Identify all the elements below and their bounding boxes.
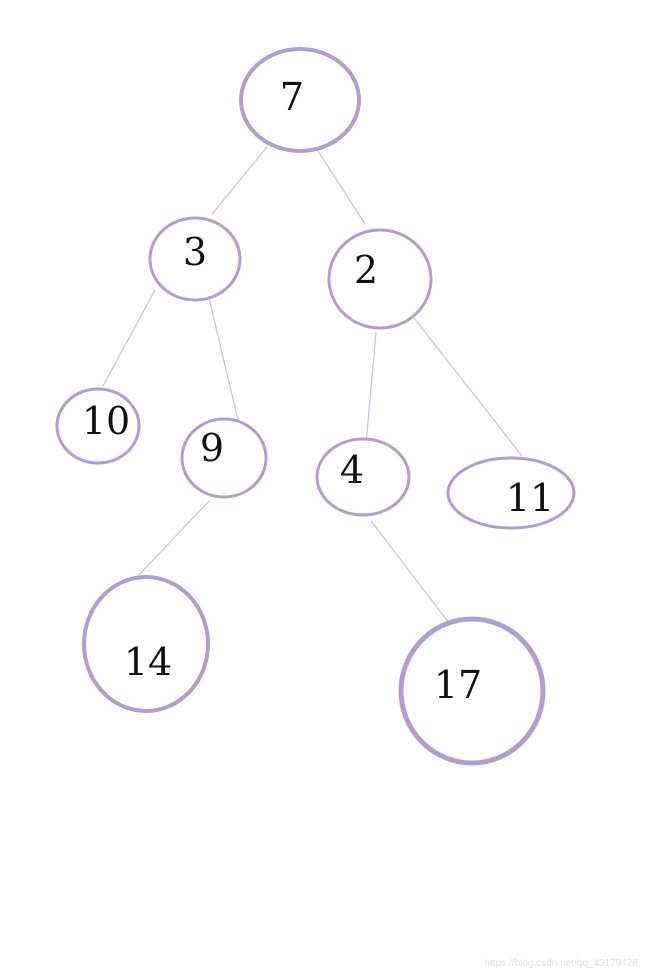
watermark: https://blog.csdn.net/qq_43179428 [484,958,638,969]
tree-node-9: 9 [180,417,268,499]
node-circle [55,387,141,465]
tree-node-10: 10 [55,387,141,465]
node-circle [315,437,411,517]
node-circle [180,417,268,499]
node-label: 11 [506,476,554,520]
node-circle [327,228,433,330]
node-label: 9 [200,426,224,470]
edge-n3-n9 [206,289,239,421]
edge-n2-n4 [365,331,377,445]
node-label: 10 [82,399,130,443]
node-circle [82,575,210,713]
node-label: 2 [354,248,378,292]
tree-nodes: 7 3 2 10 9 4 11 14 17 [55,47,576,766]
tree-edges [102,146,523,633]
tree-node-17: 17 [398,616,546,766]
edge-n7-n3 [211,146,268,215]
tree-node-14: 14 [82,575,210,713]
edge-n2-n11 [413,317,523,457]
node-circle [398,616,546,766]
node-circle [239,47,361,153]
node-circle [446,456,576,530]
node-label: 7 [280,75,304,119]
edge-n7-n2 [317,150,366,225]
tree-node-7: 7 [239,47,361,153]
tree-node-3: 3 [148,216,242,302]
edge-n3-n10 [102,289,156,387]
node-circle [148,216,242,302]
node-label: 14 [124,640,172,684]
node-label: 4 [340,448,364,492]
tree-node-4: 4 [315,437,411,517]
edge-n4-n17 [370,520,457,633]
node-label: 3 [183,230,207,274]
tree-node-2: 2 [327,228,433,330]
tree-node-11: 11 [446,456,576,530]
node-label: 17 [434,663,482,707]
